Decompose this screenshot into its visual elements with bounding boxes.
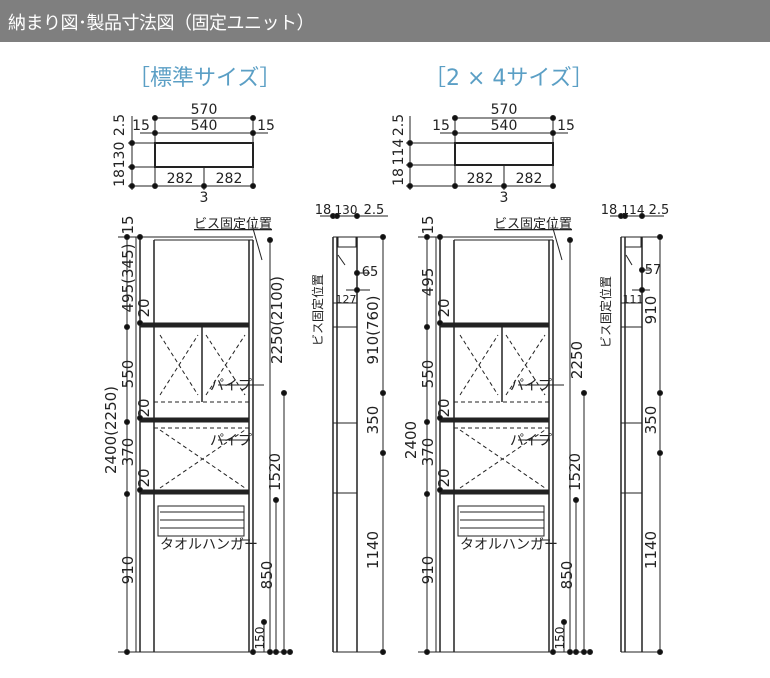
plan-width-total: 570 — [191, 102, 218, 118]
elev2-shelf2: 20 — [435, 398, 453, 417]
size-2x4-label: ［2 × 4サイズ］ — [424, 66, 594, 91]
side-dim-910: 910(760) — [364, 296, 382, 365]
side-depth: 130 — [335, 203, 358, 217]
elev2-pipe-label-2: パイプ — [510, 433, 552, 449]
elev-pipe-label-1: パイプ — [210, 378, 252, 394]
plan-center: 3 — [200, 190, 209, 206]
elev-top: 15 — [119, 215, 137, 234]
side-top: 2.5 — [364, 203, 385, 218]
elev2-top-section: 495 — [419, 268, 437, 297]
elev2-top: 15 — [419, 215, 437, 234]
elev2-dim-150: 150 — [553, 627, 567, 650]
elev2-dim-1520: 1520 — [566, 453, 584, 491]
elev2-total-height: 2400 — [402, 421, 420, 459]
side2-dim-910: 910 — [642, 296, 660, 325]
side-screw-label: ビス固定位置 — [310, 274, 325, 346]
elev2-pipe-label-1: パイプ — [510, 378, 552, 394]
plan-width-inner: 540 — [191, 118, 218, 134]
plan2-width-total: 570 — [491, 102, 518, 118]
plan2-center: 3 — [500, 190, 509, 206]
plan2-side-left: 15 — [432, 118, 450, 134]
elev-towel-label: タオルハンガー — [160, 537, 258, 553]
plan-top: 2.5 — [112, 114, 128, 136]
side-dim-127: 127 — [336, 293, 357, 306]
elev-shelf1: 20 — [135, 298, 153, 317]
elev-dim-150: 150 — [253, 627, 267, 650]
side2-back: 18 — [601, 203, 618, 218]
standard-front-elevation: 15 495(345) 20 550 20 370 20 910 2400(22… — [102, 215, 293, 655]
side2-dim-111: 111 — [623, 293, 644, 306]
elev-shelf3: 20 — [135, 468, 153, 487]
side2-top: 2.5 — [649, 203, 670, 218]
elev-top-section: 495(345) — [119, 244, 137, 313]
plan-back: 18 — [112, 169, 128, 187]
elev-dim-1520: 1520 — [266, 453, 284, 491]
standard-plan-view: 570 540 15 15 282 282 3 2.5 130 18 — [112, 102, 275, 206]
elev-dim-2250: 2250(2100) — [268, 276, 286, 364]
size2x4-side-view: 18 114 2.5 57 111 ビス固定位置 910 350 1140 — [598, 203, 669, 655]
plan-half-right: 282 — [216, 171, 243, 187]
elev-cabinet1: 550 — [119, 360, 137, 389]
elev2-shelf1: 20 — [435, 298, 453, 317]
elev2-shelf3: 20 — [435, 468, 453, 487]
side2-dim-1140: 1140 — [642, 531, 660, 569]
side2-depth: 114 — [622, 203, 645, 217]
plan2-half-right: 282 — [516, 171, 543, 187]
header-bar: 納まり図･製品寸法図（固定ユニット） — [0, 0, 770, 42]
side2-screw-label: ビス固定位置 — [598, 276, 613, 348]
elev-pipe-label-2: パイプ — [210, 433, 252, 449]
standard-size-label: ［標準サイズ］ — [128, 66, 282, 91]
plan2-width-inner: 540 — [491, 118, 518, 134]
elev2-cabinet2: 370 — [419, 438, 437, 467]
elev-dim-850: 850 — [258, 561, 276, 590]
plan-side-left: 15 — [132, 118, 150, 134]
side-dim-65: 65 — [362, 265, 379, 280]
side2-dim-350: 350 — [642, 406, 660, 435]
elev2-bottom: 910 — [419, 556, 437, 585]
plan-side-right: 15 — [257, 118, 275, 134]
side-back: 18 — [315, 203, 332, 218]
plan2-half-left: 282 — [467, 171, 494, 187]
side2-dim-57: 57 — [645, 263, 662, 278]
elev2-towel-label: タオルハンガー — [460, 537, 558, 553]
elev-cabinet2: 370 — [119, 438, 137, 467]
elev2-dim-850: 850 — [558, 561, 576, 590]
plan-depth: 130 — [112, 142, 128, 169]
elev2-cabinet1: 550 — [419, 360, 437, 389]
side-dim-350: 350 — [364, 406, 382, 435]
plan-half-left: 282 — [167, 171, 194, 187]
side-dim-1140: 1140 — [364, 531, 382, 569]
size2x4-plan-view: 570 540 15 15 282 282 3 2.5 114 18 — [391, 102, 575, 206]
elev-shelf2: 20 — [135, 398, 153, 417]
plan2-depth: 114 — [391, 139, 407, 166]
elev-screw-label: ビス固定位置 — [194, 217, 272, 232]
elev-total-height: 2400(2250) — [102, 386, 120, 474]
elev-bottom: 910 — [119, 556, 137, 585]
page-title: 納まり図･製品寸法図（固定ユニット） — [8, 13, 315, 34]
size2x4-front-elevation: 15 495 20 550 20 370 20 910 2400 ビス固定位置 … — [402, 215, 593, 655]
elev2-dim-2250: 2250 — [568, 341, 586, 379]
plan2-side-right: 15 — [557, 118, 575, 134]
elev2-screw-label: ビス固定位置 — [494, 217, 572, 232]
plan2-back: 18 — [391, 168, 407, 186]
standard-side-view: 18 130 2.5 65 127 ビス固定位置 910(760) 350 11… — [310, 203, 388, 655]
plan2-top: 2.5 — [391, 114, 407, 136]
